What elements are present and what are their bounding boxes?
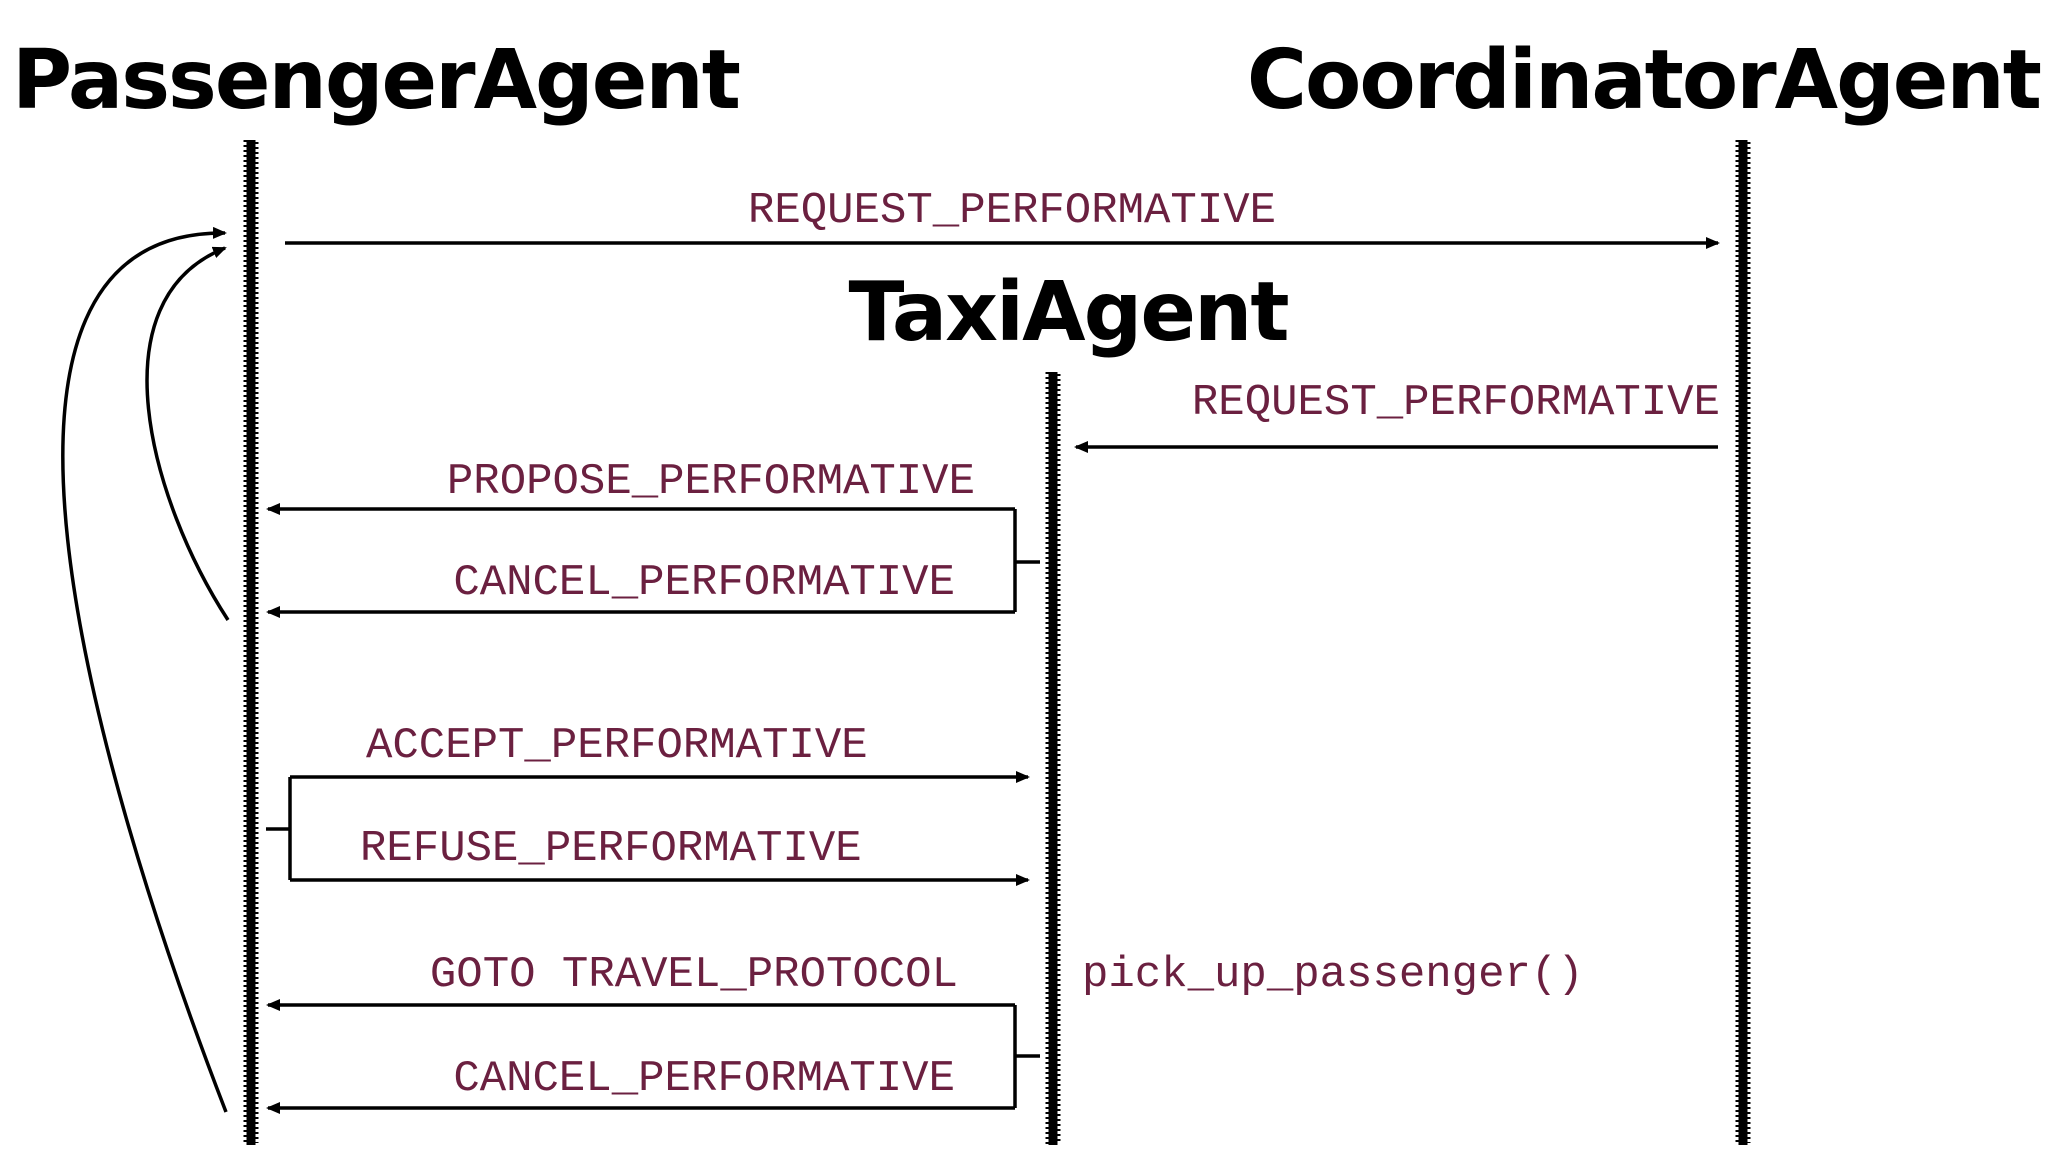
taxi-agent-title: TaxiAgent	[848, 265, 1288, 360]
msg-passenger-request-label: REQUEST_PERFORMATIVE	[748, 186, 1276, 236]
msg-coordinator-request-label: REQUEST_PERFORMATIVE	[1192, 378, 1720, 428]
taxi-action-label: pick_up_passenger()	[1082, 950, 1584, 1000]
msg-refuse-label: REFUSE_PERFORMATIVE	[360, 824, 862, 874]
taxi-lifeline	[1045, 372, 1061, 1145]
branch-1-arrows	[266, 503, 1040, 618]
msg-cancel-1-label: CANCEL_PERFORMATIVE	[453, 558, 955, 608]
passenger-agent-title: PassengerAgent	[12, 33, 740, 128]
coordinator-lifeline	[1735, 140, 1751, 1145]
branch-2-arrows	[266, 771, 1030, 886]
coordinator-agent-title: CoordinatorAgent	[1247, 33, 2041, 128]
msg-goto-travel-label: GOTO TRAVEL_PROTOCOL	[430, 950, 958, 1000]
msg-propose-label: PROPOSE_PERFORMATIVE	[447, 457, 975, 507]
loop-back-inner-curve	[145, 246, 230, 621]
branch-3-arrows	[266, 999, 1040, 1114]
msg-cancel-2-label: CANCEL_PERFORMATIVE	[453, 1054, 955, 1104]
loop-back-outer-curve	[61, 226, 228, 1113]
passenger-lifeline	[243, 140, 259, 1145]
msg-accept-label: ACCEPT_PERFORMATIVE	[366, 721, 868, 771]
